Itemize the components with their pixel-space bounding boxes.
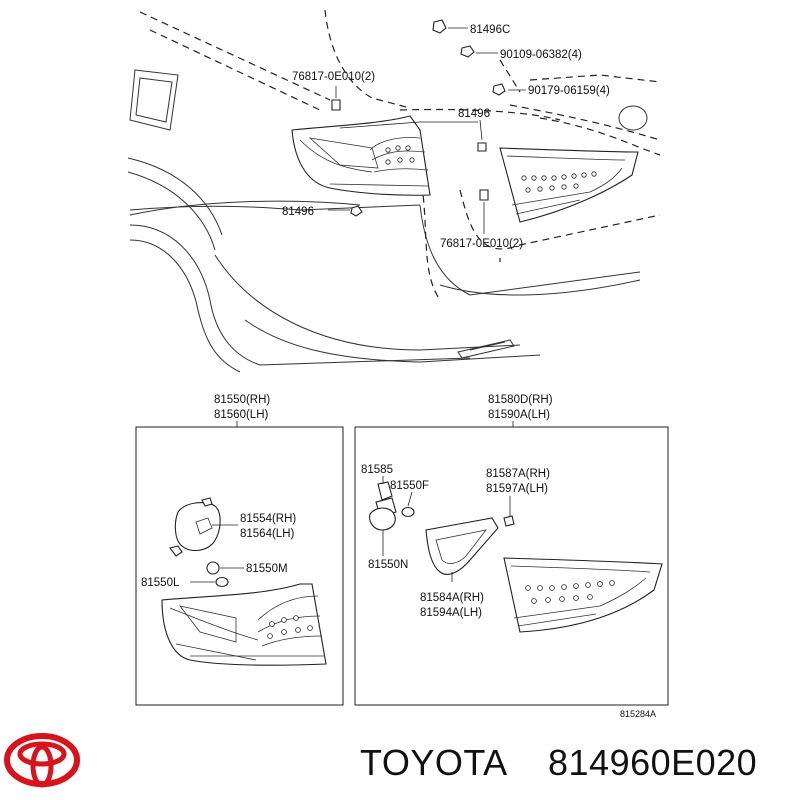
rear-combination-lamp-shape (161, 583, 327, 666)
bulb-81550f-shape (401, 506, 415, 518)
label-81587A: 81587A(RH) (486, 468, 550, 480)
callout-81496-a: 81496 (458, 108, 490, 120)
vehicle-rear-outline (127, 9, 661, 373)
bulb-81550l-shape (215, 576, 229, 588)
label-81550L: 81550L (141, 577, 180, 589)
left-assembly-group: 81550(RH) 81560(LH) 81554(RH) 81564(LH) … (135, 394, 344, 706)
right-box-title-lh: 81590A(LH) (488, 409, 550, 421)
tail-lamp-right (499, 147, 639, 223)
back-door-lamp-shape (503, 557, 663, 633)
socket-81585-shape (377, 481, 393, 501)
label-81594A: 81594A(LH) (420, 607, 482, 619)
left-assembly-box (135, 426, 344, 706)
callout-81496-b: 81496 (282, 206, 314, 218)
socket-81550m-shape (206, 561, 220, 575)
callout-leaders (328, 27, 526, 234)
label-81585: 81585 (361, 464, 393, 476)
gasket-81584a-shape (425, 517, 499, 575)
label-81584A: 81584A(RH) (420, 592, 484, 604)
label-81597A: 81597A(LH) (486, 483, 548, 495)
label-81550N: 81550N (368, 559, 408, 571)
left-box-title-lh: 81560(LH) (214, 409, 269, 421)
label-81554: 81554(RH) (240, 513, 296, 525)
right-box-title-rh: 81580D(RH) (488, 394, 553, 406)
part-number: 814960E020 (548, 742, 757, 783)
callout-81496C: 81496C (470, 24, 510, 36)
figure-code: 815284A (620, 709, 656, 719)
callout-76817-bottom: 76817-0E010(2) (440, 238, 523, 250)
left-box-title-rh: 81550(RH) (214, 394, 270, 406)
right-assembly-group: 81580D(RH) 81590A(LH) 81585 81550F 81550… (354, 394, 669, 706)
label-81564: 81564(LH) (240, 528, 295, 540)
callout-90109: 90109-06382(4) (500, 49, 582, 61)
label-81550F: 81550F (390, 480, 429, 492)
tail-lamp-left (291, 115, 431, 196)
clip-81587a-shape (503, 515, 515, 527)
toyota-logo (4, 733, 80, 788)
label-81550M: 81550M (246, 563, 288, 575)
brand-name: TOYOTA (360, 742, 508, 783)
right-assembly-box (354, 426, 669, 706)
callout-90179: 90179-06159(4) (528, 85, 610, 97)
fastener-icons (331, 19, 506, 217)
callout-76817-top: 76817-0E010(2) (292, 71, 375, 83)
